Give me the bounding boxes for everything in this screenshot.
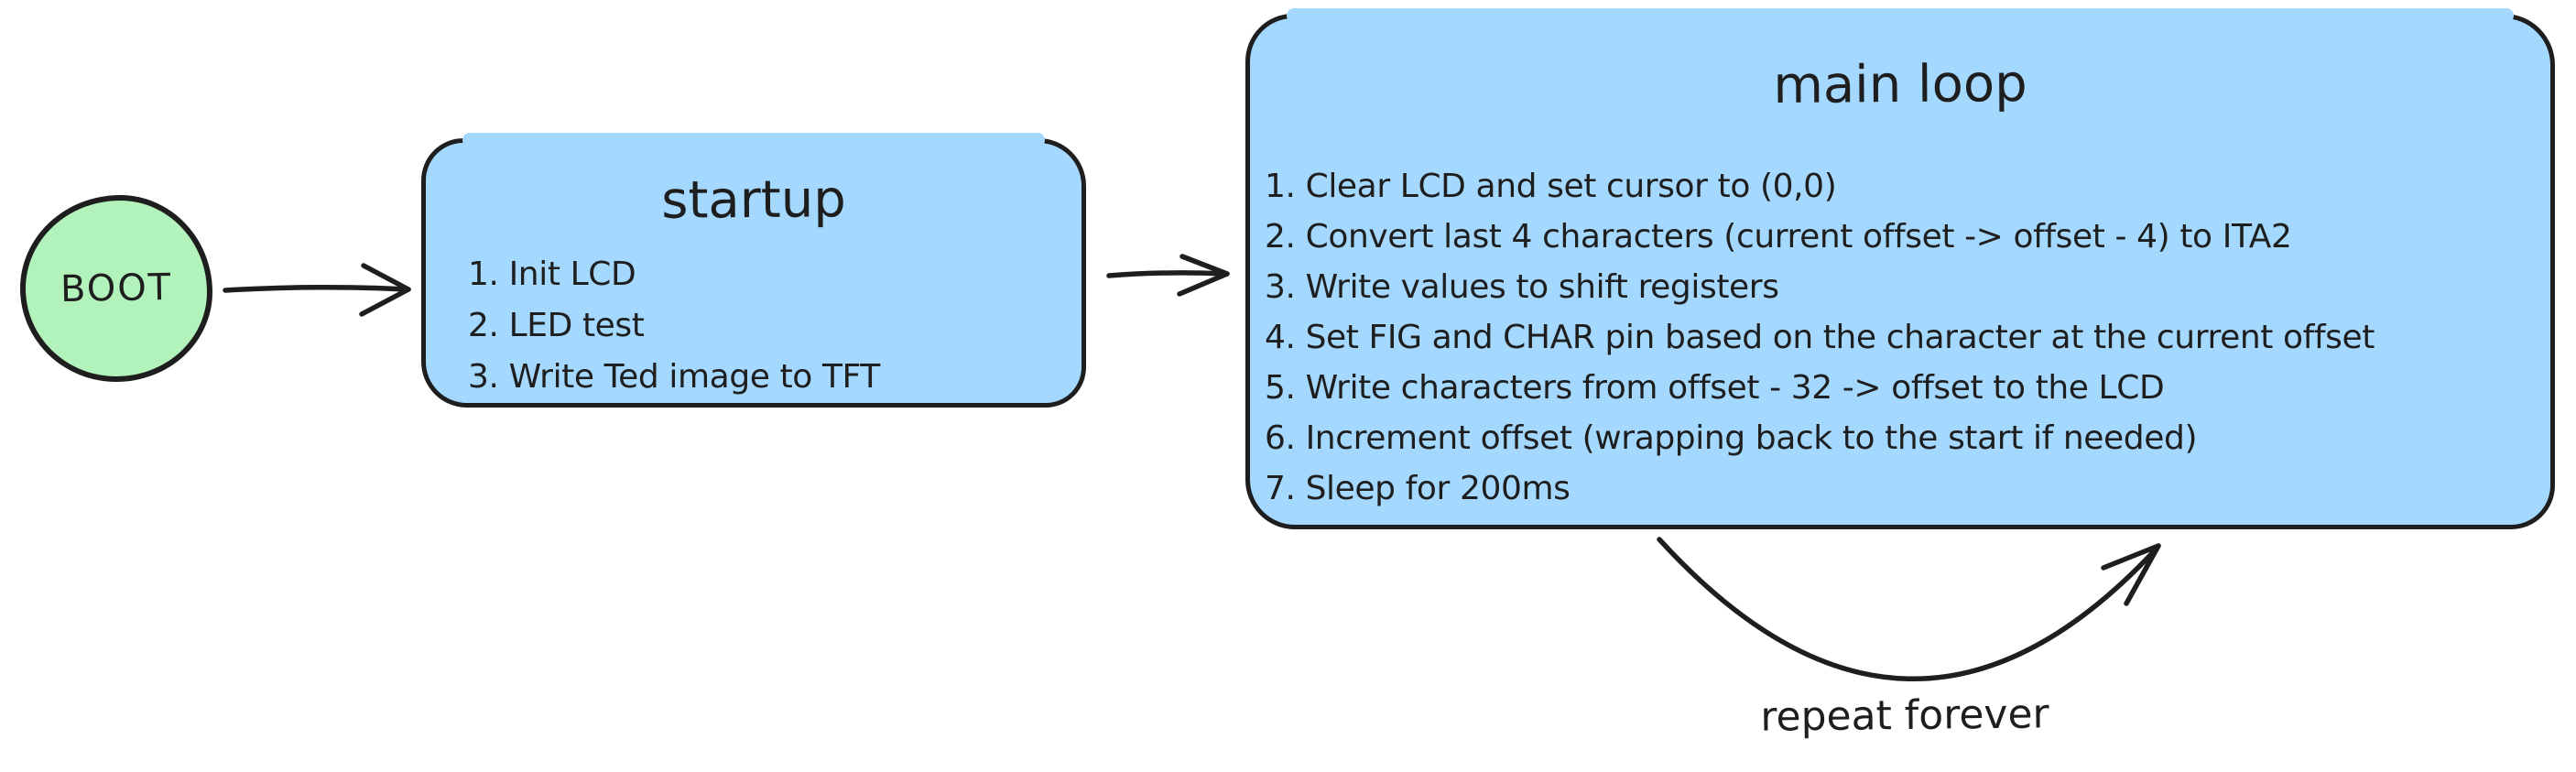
main-loop-step: 5. Write characters from offset - 32 -> … (1265, 369, 2165, 407)
node-startup-steps: 1. Init LCD 2. LED test 3. Write Ted ima… (468, 249, 880, 403)
node-boot: BOOT (20, 195, 212, 382)
node-startup: startup 1. Init LCD 2. LED test 3. Write… (421, 133, 1086, 408)
node-main-loop-title: main loop (1773, 54, 2027, 115)
node-main-loop: main loop 1. Clear LCD and set cursor to… (1245, 8, 2555, 529)
main-loop-step: 3. Write values to shift registers (1265, 268, 1779, 306)
main-loop-step: 7. Sleep for 200ms (1265, 470, 1571, 507)
startup-to-mainloop-arrow (1106, 254, 1230, 297)
repeat-forever-arrow (1657, 537, 2161, 682)
main-loop-step: 6. Increment offset (wrapping back to th… (1265, 419, 2198, 457)
startup-step: 1. Init LCD (468, 256, 636, 293)
main-loop-step: 2. Convert last 4 characters (current of… (1265, 218, 2292, 256)
node-main-loop-steps: 1. Clear LCD and set cursor to (0,0) 2. … (1265, 161, 2375, 514)
startup-step: 2. LED test (468, 307, 645, 344)
main-loop-step: 4. Set FIG and CHAR pin based on the cha… (1265, 319, 2375, 356)
node-startup-title: startup (661, 169, 846, 231)
main-loop-step: 1. Clear LCD and set cursor to (0,0) (1265, 168, 1837, 205)
startup-step: 3. Write Ted image to TFT (468, 358, 880, 396)
boot-to-startup-arrow (223, 263, 411, 317)
node-boot-label: BOOT (60, 266, 173, 311)
repeat-forever-label: repeat forever (1760, 690, 2049, 741)
